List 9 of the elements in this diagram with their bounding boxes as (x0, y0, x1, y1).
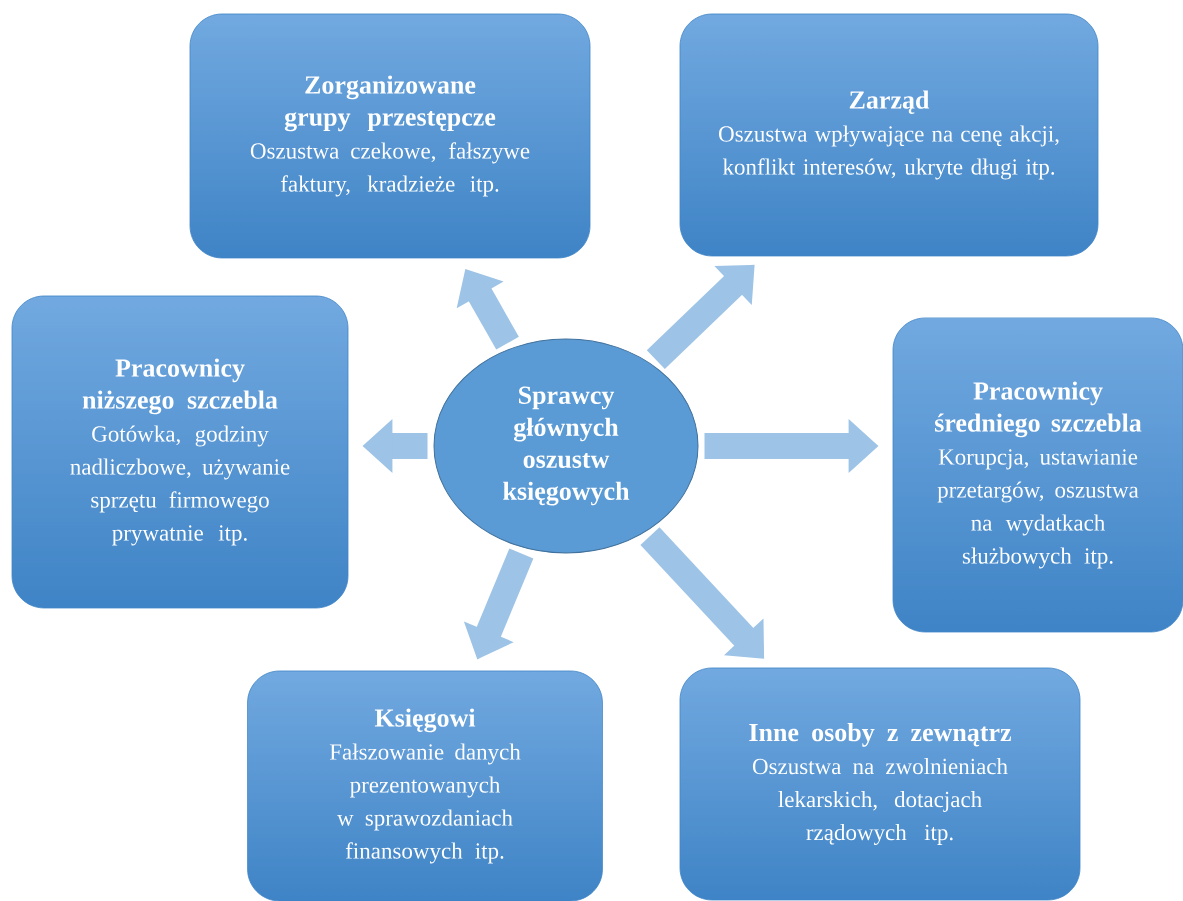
process-box: Księgowi Fałszowanie danych prezentowanych w sprawozdaniach finansowych itp. (247, 670, 603, 901)
ellipse-node: Sprawcy głównych oszustw księgowych (433, 338, 699, 554)
process-box: Zorganizowane grupy przestępcze Oszustwa czekowe, fałszywe faktury, kradzieże itp. (189, 13, 591, 259)
process-box: Pracownicy niższego szczebla Gotówka, godziny nadliczbowe, używanie sprzętu firmowego prywatnie itp. (11, 295, 349, 609)
block-arrow (640, 527, 765, 659)
block-arrow (646, 264, 755, 370)
process-box: Pracownicy średniego szczebla Korupcja, ustawianie przetargów, oszustwa na wydatkach służbowych itp. (892, 317, 1183, 633)
process-box: Inne osoby z zewnątrz Oszustwa na zwolnieniach lekarskich, dotacjach rządowych itp. (679, 667, 1081, 901)
process-box: Zarząd Oszustwa wpływające na cenę akcji, konflikt interesów, ukryte długi itp. (679, 13, 1099, 257)
